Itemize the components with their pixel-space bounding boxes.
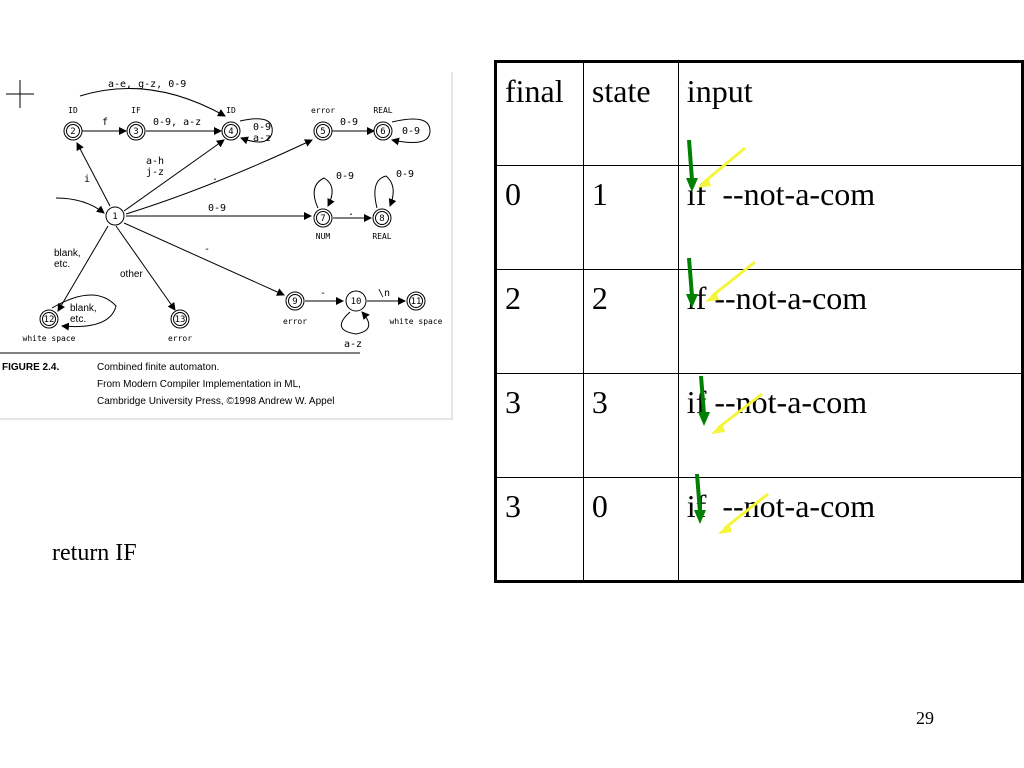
edge-label-1-2: i <box>84 174 90 185</box>
cell-final: 2 <box>495 269 584 374</box>
label-s4: ID <box>226 106 236 115</box>
label-s9: error <box>283 317 307 326</box>
edge-label-3-4: 0-9, a-z <box>153 117 201 128</box>
header-input: input <box>677 61 1024 166</box>
trace-table: final state input 0 1 if --not-a-com 2 2… <box>494 60 1024 583</box>
edge-label-1-13: other <box>120 269 143 280</box>
state-6: 6 <box>380 127 385 137</box>
edge-label-7-loop: 0-9 <box>336 171 354 182</box>
state-11: 11 <box>411 297 422 307</box>
caption-line-2: From Modern Compiler Implementation in M… <box>97 379 301 390</box>
page-number: 29 <box>916 708 934 728</box>
table-row: 2 2 if --not-a-com <box>495 269 1024 374</box>
header-state: state <box>582 61 679 166</box>
edge-label-7-8: . <box>348 207 354 218</box>
table-row: 3 0 if --not-a-com <box>495 477 1024 582</box>
edge-label-8-loop: 0-9 <box>396 169 414 180</box>
cell-final: 0 <box>495 165 584 270</box>
edge-label-1-5: . <box>212 172 218 183</box>
state-9: 9 <box>292 297 297 307</box>
label-s8: REAL <box>372 232 391 241</box>
cell-state: 0 <box>582 477 679 582</box>
edge-label-12-loop-b: etc. <box>70 314 86 325</box>
edge-label-1-4-b: j-z <box>146 167 164 178</box>
cell-final: 3 <box>495 373 584 478</box>
header-final: final <box>495 61 584 166</box>
label-s5: error <box>311 106 335 115</box>
state-3: 3 <box>133 127 138 137</box>
edge-label-1-9: - <box>204 244 210 255</box>
cell-input: if --not-a-com <box>677 373 1024 478</box>
edge-label-4-loop-a: 0-9 <box>253 122 271 133</box>
cell-state: 2 <box>582 269 679 374</box>
caption-label: FIGURE 2.4. <box>2 362 59 373</box>
caption-line-3: Cambridge University Press, ©1998 Andrew… <box>97 396 334 407</box>
cell-final: 3 <box>495 477 584 582</box>
label-s6: REAL <box>373 106 392 115</box>
state-8: 8 <box>379 214 384 224</box>
automaton-figure: 2 3 4 5 6 1 7 8 9 10 11 12 13 ID IF ID e… <box>0 72 453 420</box>
caption-line-1: Combined finite automaton. <box>97 362 219 373</box>
edge-label-1-12-b: etc. <box>54 259 70 270</box>
state-4: 4 <box>228 127 233 137</box>
edge-label-5-6: 0-9 <box>340 117 358 128</box>
cell-state: 1 <box>582 165 679 270</box>
edge-label-4-loop-b: a-z <box>253 133 271 144</box>
state-2: 2 <box>70 127 75 137</box>
edge-label-1-7: 0-9 <box>208 203 226 214</box>
edge-label-10-11: \n <box>378 288 390 299</box>
label-s11: white space <box>390 317 443 326</box>
edge-label-6-loop: 0-9 <box>402 126 420 137</box>
table-header-row: final state input <box>495 61 1024 166</box>
edge-label-1-12-a: blank, <box>54 248 81 259</box>
cell-input: if --not-a-com <box>677 269 1024 374</box>
label-s13: error <box>168 334 192 343</box>
state-13: 13 <box>175 315 186 325</box>
label-s3: IF <box>131 106 141 115</box>
table-row: 3 3 if --not-a-com <box>495 373 1024 478</box>
edge-label-9-10: - <box>320 288 326 299</box>
cell-state: 3 <box>582 373 679 478</box>
state-10: 10 <box>351 297 362 307</box>
edge-label-12-loop-a: blank, <box>70 303 97 314</box>
edge-label-2-4: a-e, g-z, 0-9 <box>108 79 186 90</box>
state-7: 7 <box>320 214 325 224</box>
state-12: 12 <box>44 315 55 325</box>
edge-label-10-loop: a-z <box>344 339 362 350</box>
crosshair-mark <box>6 80 34 108</box>
label-s2: ID <box>68 106 78 115</box>
return-if-text: return IF <box>52 540 137 566</box>
state-1: 1 <box>112 212 117 222</box>
state-5: 5 <box>320 127 325 137</box>
label-s12: white space <box>23 334 76 343</box>
cell-input: if --not-a-com <box>677 477 1024 582</box>
edge-label-2-3: f <box>102 117 108 128</box>
edge-label-1-4-a: a-h <box>146 156 164 167</box>
table-row: 0 1 if --not-a-com <box>495 165 1024 270</box>
cell-input: if --not-a-com <box>677 165 1024 270</box>
label-s7: NUM <box>316 232 331 241</box>
